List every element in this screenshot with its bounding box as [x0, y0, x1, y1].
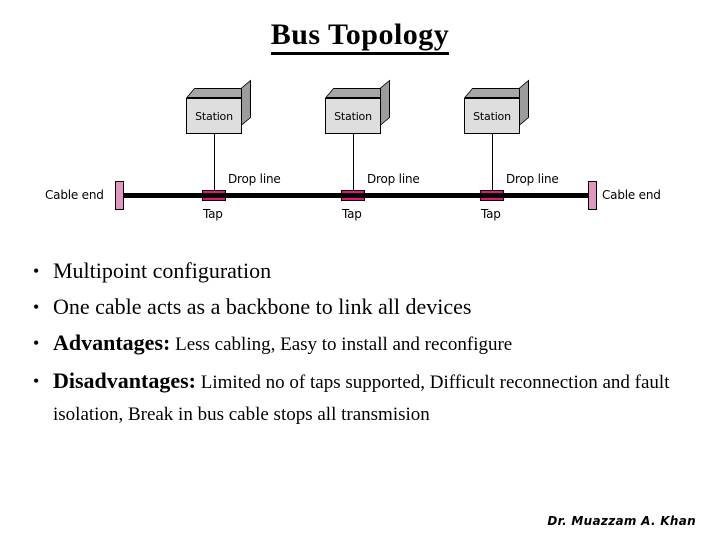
bus-cable-backbone — [117, 193, 592, 198]
list-item: • Advantages: Less cabling, Easy to inst… — [26, 328, 694, 360]
bullet-text-0: Multipoint configuration — [53, 258, 272, 283]
station-label-1: Station — [195, 109, 233, 123]
bullet-text-2: Less cabling, Easy to install and reconf… — [170, 334, 513, 355]
cable-end-right — [588, 181, 597, 210]
list-item: • Multipoint configuration — [26, 256, 694, 286]
bullet-list: • Multipoint configuration • One cable a… — [26, 256, 694, 436]
station-label-2: Station — [334, 109, 372, 123]
station-box-front-face: Station — [186, 98, 242, 134]
author-footer: Dr. Muazzam A. Khan — [547, 514, 696, 528]
station-box-front-face: Station — [464, 98, 520, 134]
page-title-text: Bus Topology — [270, 18, 450, 55]
bullet-text-3: Limited no of taps supported, Difficult … — [53, 372, 670, 425]
tap-label-1: Tap — [203, 207, 223, 221]
cable-end-label-left: Cable end — [45, 188, 104, 202]
bullet-marker-icon: • — [33, 333, 40, 353]
station-box-front-face: Station — [325, 98, 381, 134]
list-item: • One cable acts as a backbone to link a… — [26, 292, 694, 322]
bullet-text-1: One cable acts as a backbone to link all… — [53, 294, 472, 319]
page-title: Bus Topology — [0, 18, 720, 55]
station-box-1: Station — [186, 79, 251, 134]
bullet-marker-icon: • — [33, 371, 40, 391]
station-box-side-face — [380, 79, 390, 126]
station-box-side-face — [519, 79, 529, 126]
station-box-3: Station — [464, 79, 529, 134]
bullet-lead-2: Advantages: — [53, 330, 171, 355]
drop-line-2 — [353, 134, 354, 193]
bullet-lead-3: Disadvantages: — [53, 368, 197, 393]
cable-end-left — [115, 181, 124, 210]
drop-line-label-1: Drop line — [228, 172, 281, 186]
station-box-2: Station — [325, 79, 390, 134]
drop-line-1 — [214, 134, 215, 193]
drop-line-3 — [492, 134, 493, 193]
station-label-3: Station — [473, 109, 511, 123]
bus-topology-diagram: Station Drop line Tap Station Drop line … — [0, 70, 720, 235]
tap-label-3: Tap — [481, 207, 501, 221]
tap-label-2: Tap — [342, 207, 362, 221]
bullet-marker-icon: • — [33, 261, 40, 281]
list-item: • Disadvantages: Limited no of taps supp… — [26, 366, 694, 430]
drop-line-label-2: Drop line — [367, 172, 420, 186]
bullet-marker-icon: • — [33, 297, 40, 317]
station-box-side-face — [241, 79, 251, 126]
cable-end-label-right: Cable end — [602, 188, 661, 202]
drop-line-label-3: Drop line — [506, 172, 559, 186]
